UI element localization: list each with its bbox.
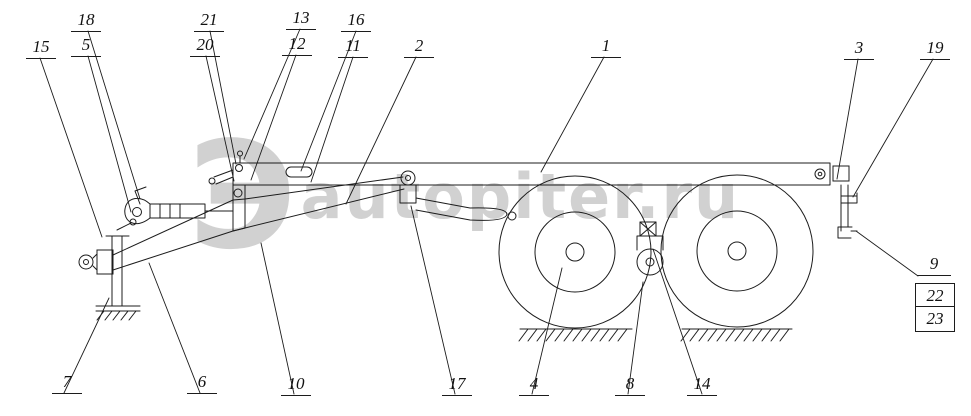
callout-21: 21 (194, 11, 224, 32)
coupling-mechanism (124, 186, 234, 225)
callout-3: 3 (844, 39, 874, 60)
callout-8: 8 (615, 375, 645, 396)
callout-19: 19 (920, 39, 950, 60)
rear-bracket (832, 165, 858, 239)
callout-18: 18 (71, 11, 101, 32)
drawbar (112, 176, 405, 271)
pivot-and-cylinder (399, 170, 517, 221)
callout-1: 1 (591, 37, 621, 58)
callout-23: 23 (915, 306, 955, 332)
frame-beam (232, 162, 831, 232)
front-pillar (208, 150, 246, 232)
callout-4: 4 (519, 375, 549, 396)
callout-11: 11 (338, 37, 368, 58)
hitch-eye (78, 249, 114, 275)
balancer-assembly (636, 221, 664, 276)
callout-15: 15 (26, 38, 56, 59)
callout-2: 2 (404, 37, 434, 58)
support-jack (95, 218, 141, 321)
wheel-front (498, 175, 652, 329)
callout-17: 17 (442, 375, 472, 396)
callout-5: 5 (71, 36, 101, 57)
callout-16: 16 (341, 11, 371, 32)
callout-10: 10 (281, 375, 311, 396)
callout-6: 6 (187, 373, 217, 394)
callout-7: 7 (52, 373, 82, 394)
callout-9: 9 (917, 255, 951, 276)
leader-lines (39, 28, 934, 395)
callout-12: 12 (282, 35, 312, 56)
ground-hatching (518, 328, 793, 342)
wheel-rear (660, 174, 814, 328)
callout-14: 14 (687, 375, 717, 396)
callout-13: 13 (286, 9, 316, 30)
callout-20: 20 (190, 36, 220, 57)
